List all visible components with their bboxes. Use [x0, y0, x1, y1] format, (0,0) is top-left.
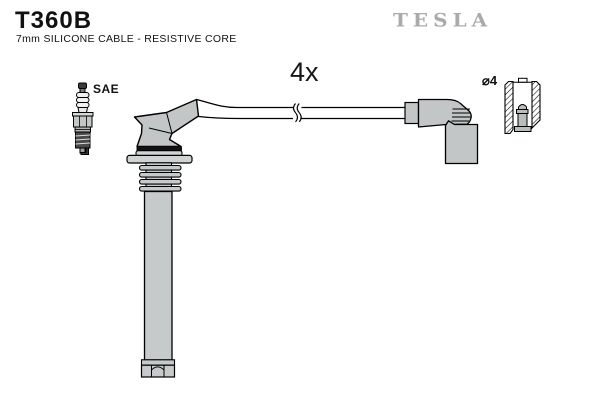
- cable-spec-subtitle: 7mm SILICONE CABLE - RESISTIVE CORE: [16, 33, 237, 45]
- tesla-brand-logo: TESLA: [393, 8, 493, 32]
- quantity-label: 4x: [290, 57, 319, 87]
- boot-barrel: [417, 98, 472, 128]
- cable-break-icon: [293, 103, 302, 123]
- section-wall-left: [504, 80, 514, 135]
- boot-barrel-ribs: [451, 108, 471, 122]
- boot-accordion-ribs: [138, 162, 182, 194]
- boot-cable-sleeve: [404, 101, 420, 125]
- terminal-pin: [514, 104, 532, 132]
- distributor-boot: [404, 98, 479, 165]
- section-top-tab: [518, 77, 528, 83]
- boot-funnel-top: [133, 98, 200, 148]
- ignition-cable-line: [196, 98, 406, 120]
- spark-plug-icon: [72, 82, 94, 155]
- terminal-cross-section: [504, 77, 541, 135]
- sae-terminal-label: SAE: [93, 82, 120, 96]
- plug-boot-assembly: [126, 98, 200, 378]
- terminal-diameter-label: ⌀4: [482, 73, 498, 88]
- part-number: T360B: [15, 7, 93, 34]
- section-wall-right: [531, 80, 541, 130]
- boot-dark-band: [136, 146, 182, 151]
- boot-tip: [140, 359, 176, 378]
- boot-shaft: [143, 190, 173, 361]
- boot-flange-disc: [126, 154, 193, 164]
- boot-vertical-block: [444, 120, 479, 165]
